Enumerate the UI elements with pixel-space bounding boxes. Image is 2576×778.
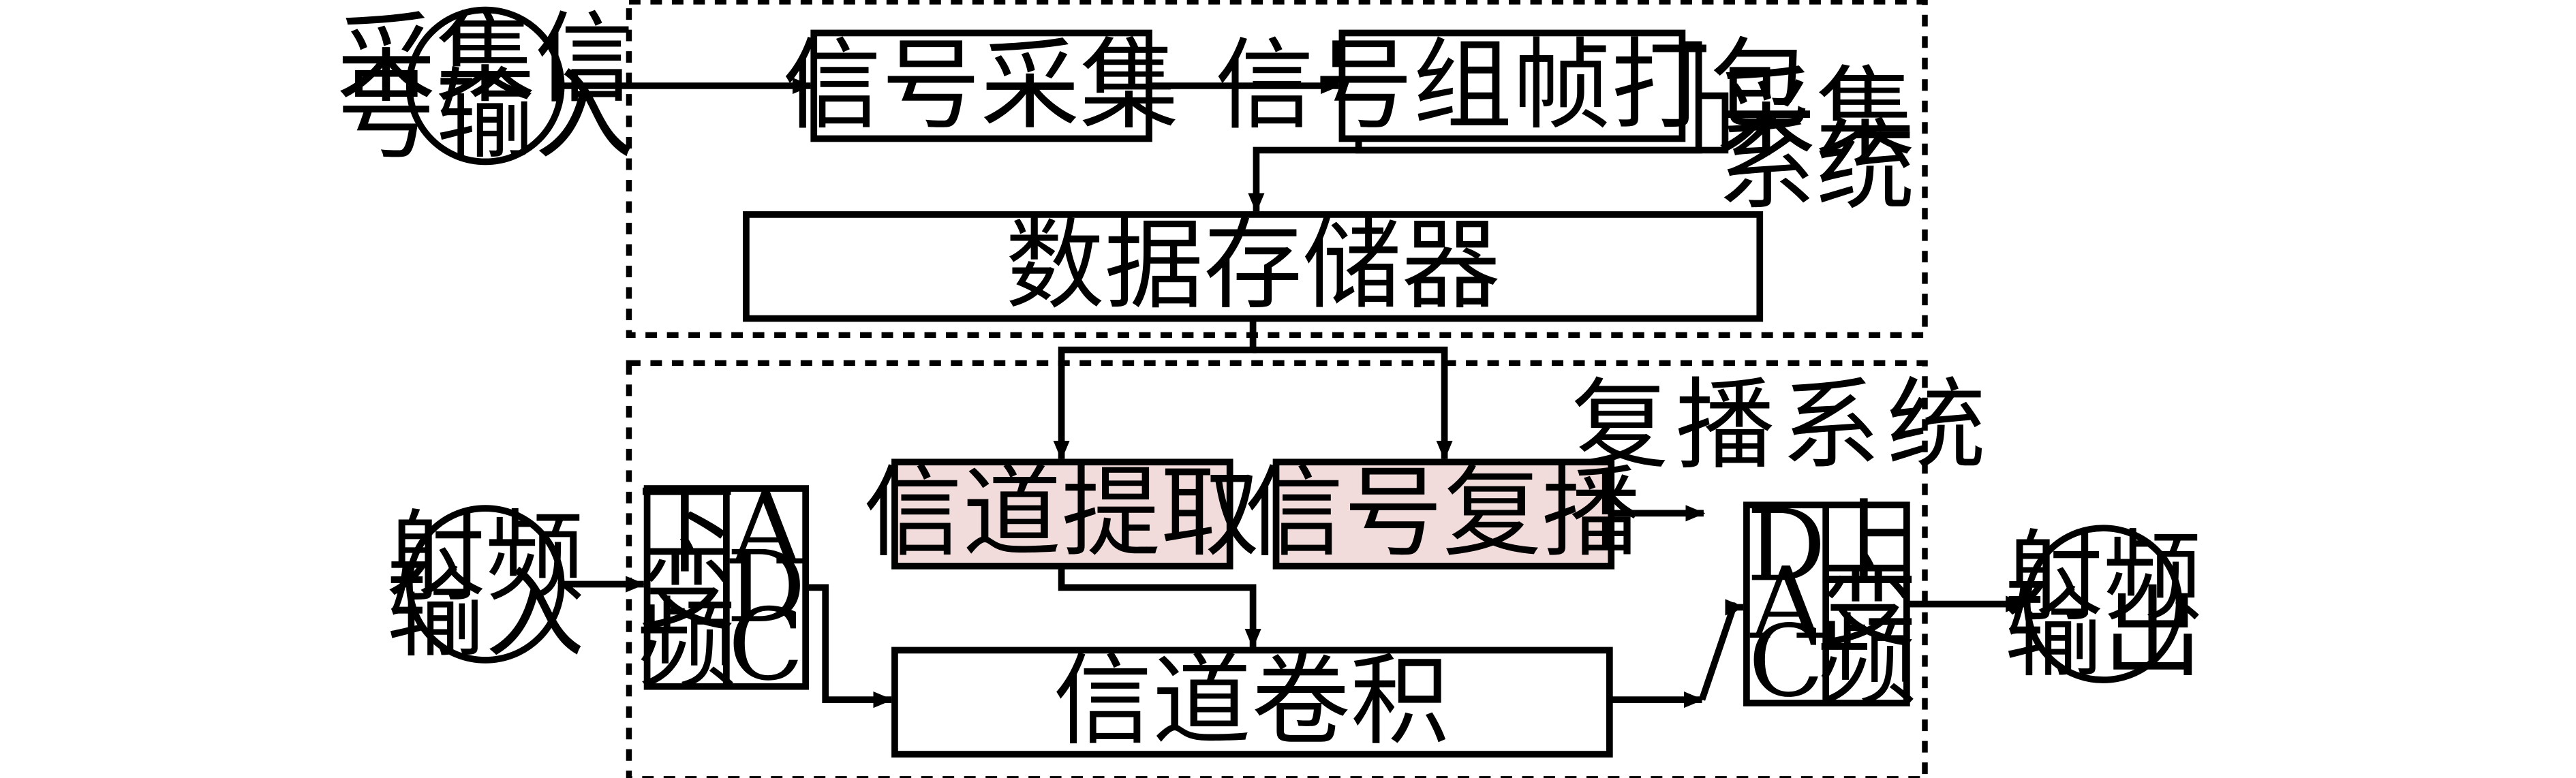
adc-char-2: D xyxy=(726,530,806,645)
rf-input-label-line2: 输入 xyxy=(386,557,585,672)
arrow-storage-to-signal-playback xyxy=(1253,346,1453,461)
up-conversion-char-1: 上 xyxy=(1818,488,1916,604)
playback-system-label: 复播系统 xyxy=(1570,368,1993,483)
acquisition-system-label: 采集 系统 xyxy=(1717,57,1915,225)
acquisition-system-label-line1: 采集 xyxy=(1717,57,1915,172)
rf-input-label-line1: 射频 xyxy=(386,500,585,615)
dac-char-1: D xyxy=(1747,488,1826,604)
rf-output-node xyxy=(2023,525,2183,683)
channel-extraction-block xyxy=(891,458,1233,570)
arrow-storage-to-channel-extraction xyxy=(1053,318,1257,461)
acquisition-input-label-line2: 号输入 xyxy=(337,58,634,173)
playback-system-group xyxy=(626,360,1928,778)
arrow-extraction-to-convolution xyxy=(1058,565,1261,649)
rf-output-label-line1: 射频 xyxy=(2004,520,2203,635)
arrow-frame-pack-to-storage xyxy=(1248,92,1729,213)
rf-output-label-line2: 输出 xyxy=(2004,576,2203,691)
adc-char-1: A xyxy=(730,472,803,587)
frame-pack-block xyxy=(1338,29,1686,142)
data-storage-block xyxy=(743,211,1764,322)
arrow-adc-to-convolution xyxy=(806,584,893,709)
switch-to-dac xyxy=(1698,599,1745,701)
dac-char-2: A xyxy=(1750,546,1824,662)
signal-playback-label: 信号复播 xyxy=(1245,456,1641,571)
acquisition-system-group xyxy=(626,0,1928,338)
signal-acquisition-label: 信号采集 xyxy=(782,28,1178,143)
up-conversion-char-3: 频 xyxy=(1818,604,1916,719)
up-conversion-char-2: 变 xyxy=(1818,546,1916,662)
dac-char-3: C xyxy=(1748,604,1824,719)
data-storage-label: 数据存储器 xyxy=(1005,208,1501,324)
adc-char-3: C xyxy=(728,588,803,703)
acquisition-system-label-line2: 系统 xyxy=(1717,109,1915,224)
channel-extraction-label: 信道提取 xyxy=(863,456,1259,571)
acquisition-input-label-line1: 采集信 xyxy=(337,2,634,117)
signal-acquisition-block xyxy=(810,29,1152,142)
channel-convolution-label: 信道卷积 xyxy=(1054,644,1450,759)
down-conversion-char-3: 频 xyxy=(637,588,736,703)
channel-convolution-block xyxy=(891,647,1613,758)
down-conversion-char-1: 下 xyxy=(637,472,736,587)
down-conversion-char-2: 变 xyxy=(637,530,736,645)
switch-pivot xyxy=(1728,602,1738,612)
